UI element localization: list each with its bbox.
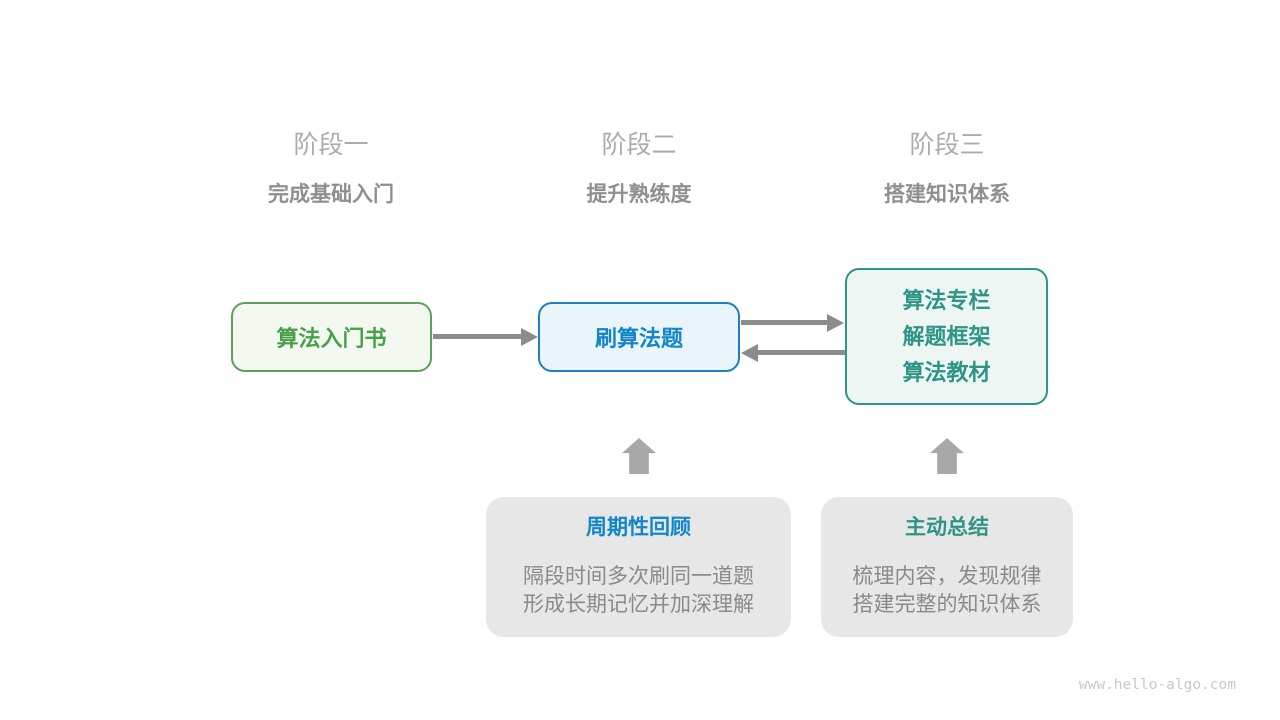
node-resources-line-2: 解题框架 <box>902 323 991 349</box>
note-periodic-review-line-1: 隔段时间多次刷同一道题 <box>523 565 754 588</box>
note-active-summary-title: 主动总结 <box>905 516 989 539</box>
arrow-intro-to-practice-icon <box>433 334 521 339</box>
stage-2-header: 阶段二 提升熟练度 <box>489 132 789 206</box>
node-resources: 算法专栏 解题框架 算法教材 <box>845 268 1048 405</box>
stage-1-subtitle: 完成基础入门 <box>268 183 394 206</box>
note-active-summary-line-1: 梳理内容，发现规律 <box>852 565 1042 588</box>
stage-3-subtitle: 搭建知识体系 <box>884 183 1010 206</box>
note-periodic-review-line-2: 形成长期记忆并加深理解 <box>523 593 754 616</box>
node-practice: 刷算法题 <box>538 302 740 372</box>
note-active-summary: 主动总结 梳理内容，发现规律 搭建完整的知识体系 <box>821 497 1073 637</box>
arrow-resources-to-practice-icon <box>758 350 845 355</box>
stage-3-label: 阶段三 <box>909 131 985 159</box>
stage-3-header: 阶段三 搭建知识体系 <box>797 132 1097 206</box>
stage-1-label: 阶段一 <box>293 131 369 159</box>
stage-2-label: 阶段二 <box>601 131 677 159</box>
up-arrow-review-icon <box>622 438 656 474</box>
node-intro-book: 算法入门书 <box>231 302 432 372</box>
note-periodic-review: 周期性回顾 隔段时间多次刷同一道题 形成长期记忆并加深理解 <box>486 497 791 637</box>
node-resources-line-1: 算法专栏 <box>902 287 991 313</box>
note-active-summary-line-2: 搭建完整的知识体系 <box>852 593 1042 616</box>
node-intro-book-label: 算法入门书 <box>276 326 387 351</box>
watermark: www.hello-algo.com <box>1078 677 1236 693</box>
stage-1-header: 阶段一 完成基础入门 <box>181 132 481 206</box>
node-resources-line-3: 算法教材 <box>902 359 991 385</box>
up-arrow-summary-icon <box>930 438 964 474</box>
node-practice-label: 刷算法题 <box>594 326 683 351</box>
note-periodic-review-title: 周期性回顾 <box>586 516 691 539</box>
stage-2-subtitle: 提升熟练度 <box>586 183 692 206</box>
arrow-practice-to-resources-icon <box>741 320 827 325</box>
